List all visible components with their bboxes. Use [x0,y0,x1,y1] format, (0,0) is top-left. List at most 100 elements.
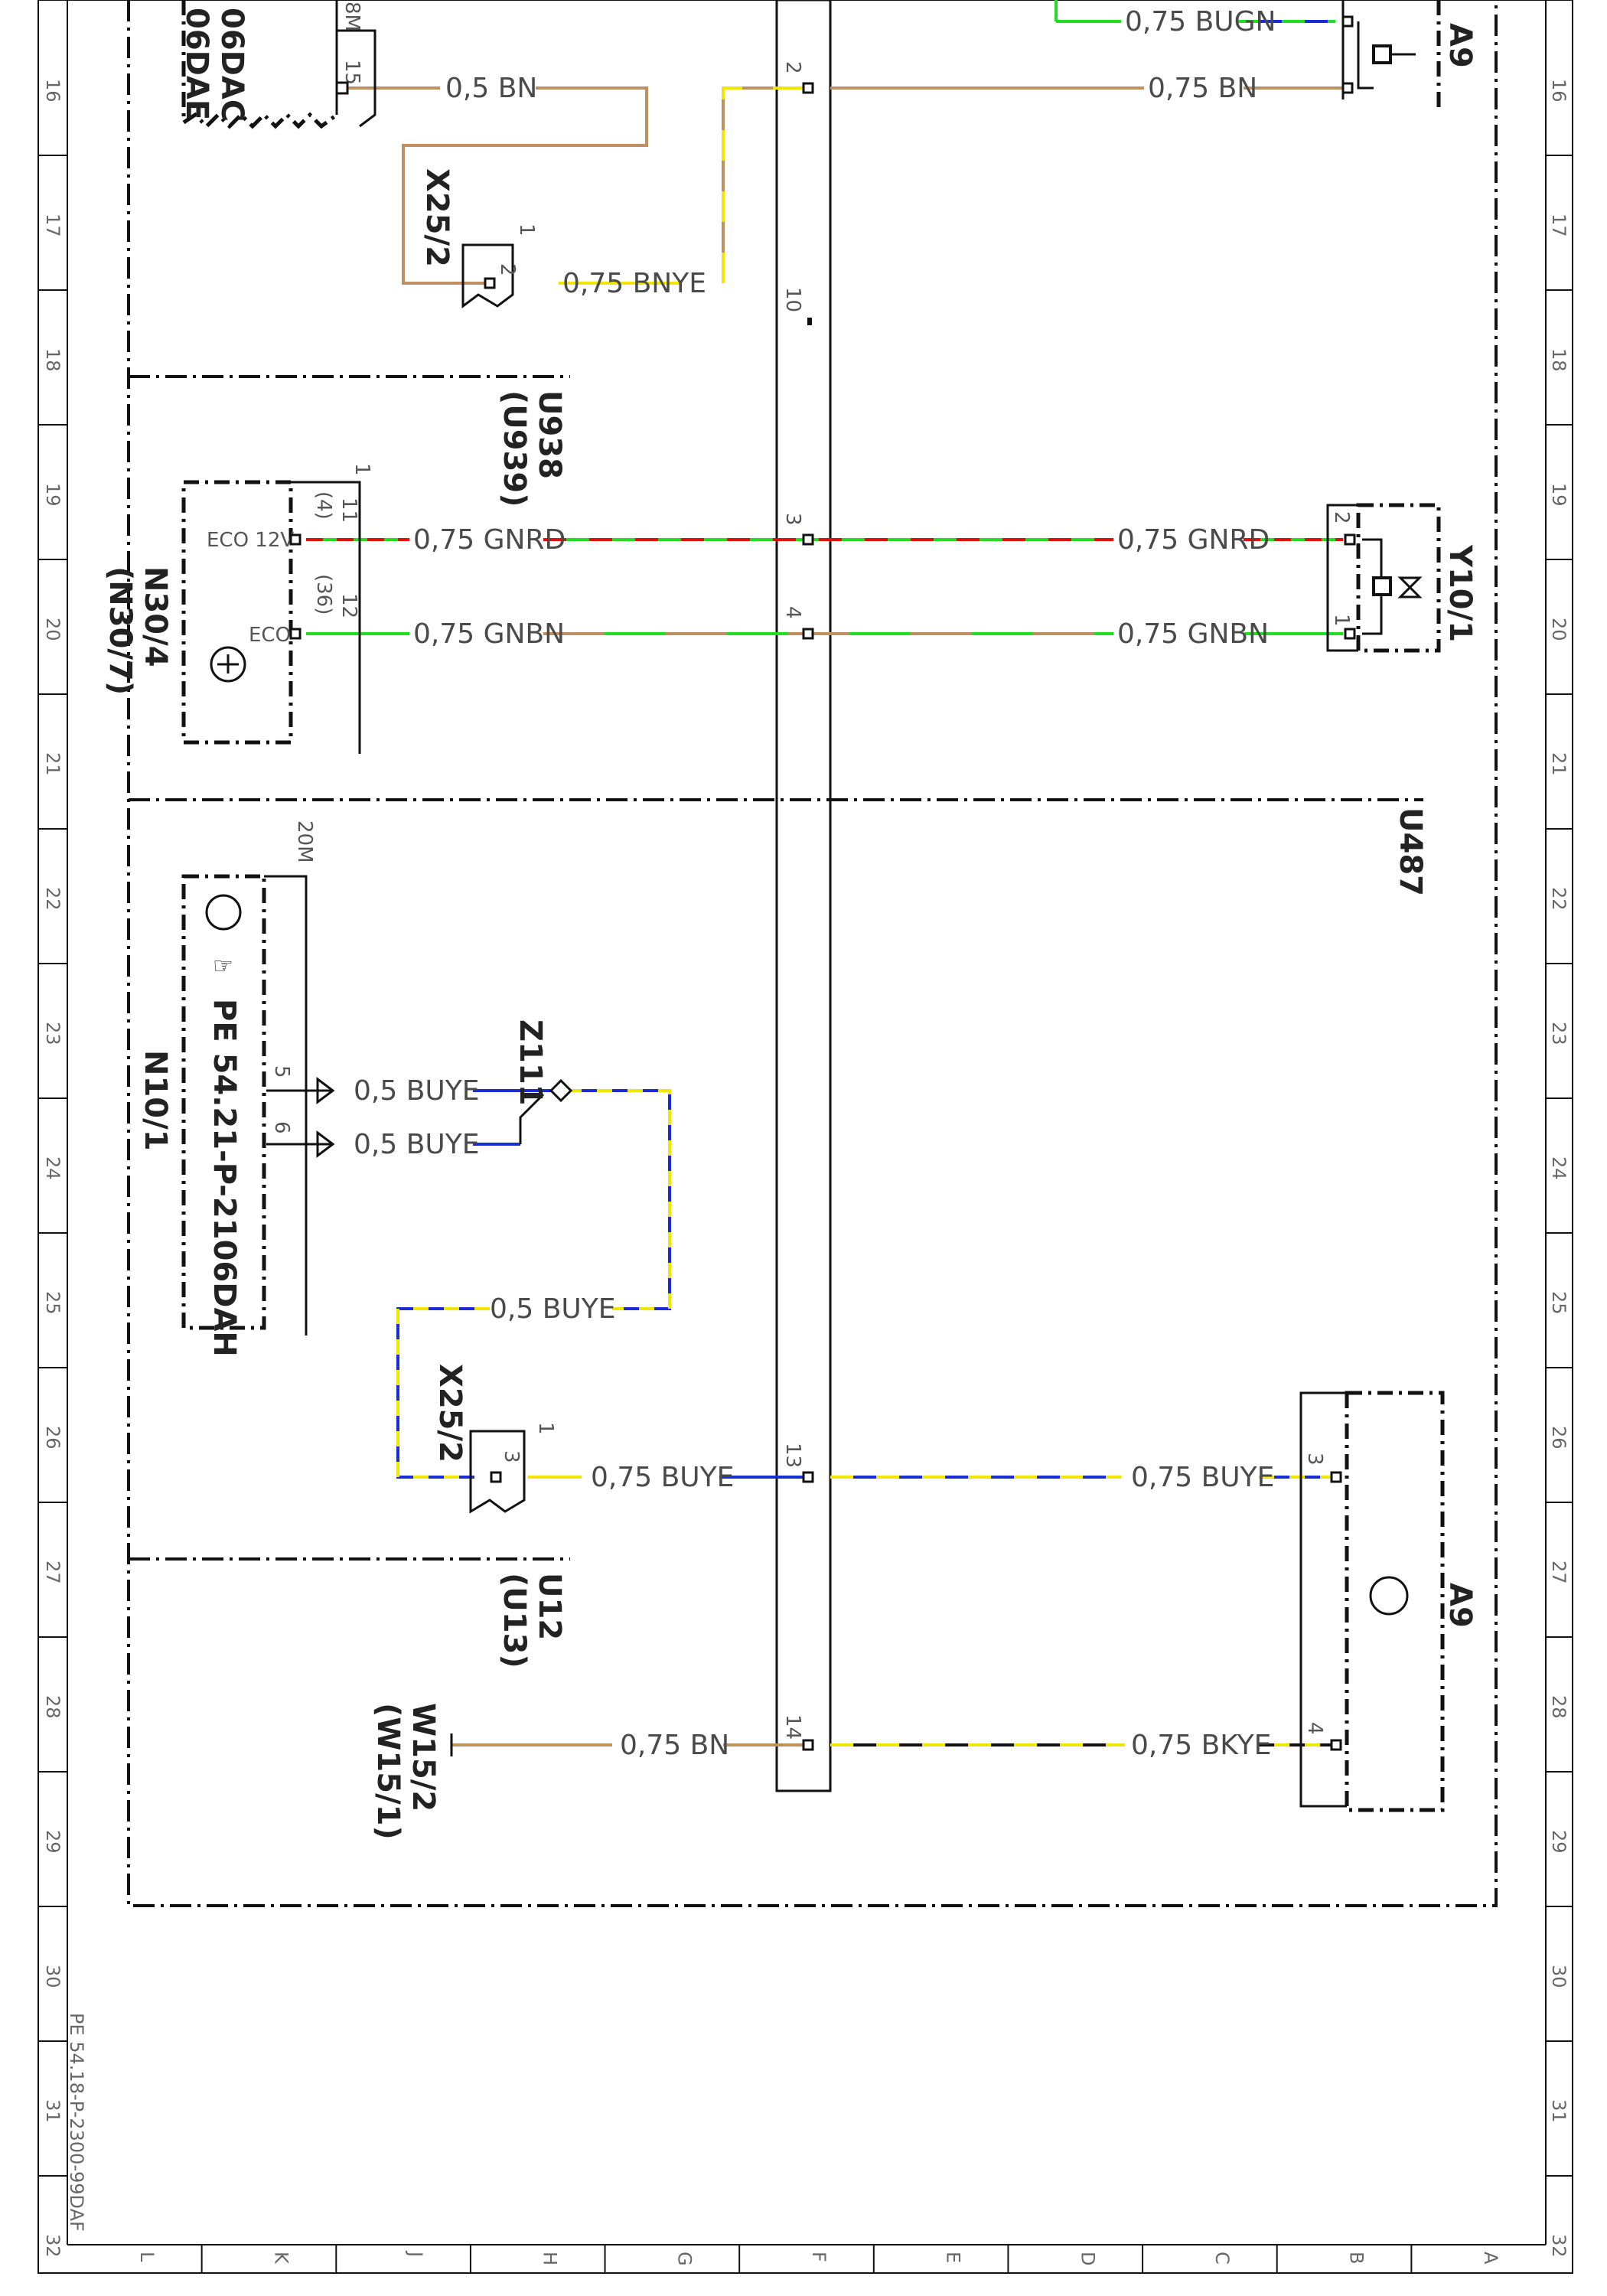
sheet-frame [37,0,1573,2274]
wires [306,0,1343,1746]
bar-pin-10: 10 [781,287,804,312]
eco-label: ECO [249,624,291,647]
w15-2-label: W15/2(W15/1) [370,1703,441,1840]
row-label-24-left: 24 [42,1156,64,1180]
wire-bn-bottom: 0,75 BN [620,1730,729,1761]
pin-1-y10-label: 1 [1330,614,1353,627]
row-label-25-right: 25 [1548,1291,1570,1315]
row-label-20-left: 20 [42,618,64,641]
n10-1-ref-label: PE 54.21-P-2106DAH [207,999,242,1357]
transistor-icon [205,894,242,931]
column-label-J: J [405,2250,426,2257]
wire-bnye: 0,75 BNYE [562,268,706,299]
row-label-18-right: 18 [1548,348,1570,372]
row-label-17-right: 17 [1548,214,1570,237]
component-n30-4: 1 11 (4) 12 (36) ECO 12V ECO N30/4(N30/7… [103,463,373,754]
bar-pin-2: 2 [781,61,804,74]
bar-pin-4: 4 [781,606,804,619]
row-label-31-left: 31 [42,2099,64,2123]
top-code-label: 06DAC06DAE [179,8,249,122]
column-label-G: G [673,2252,695,2266]
component-y10-1: Y10/1 2 1 [1326,503,1478,653]
row-label-21-right: 21 [1548,752,1570,776]
component-w15-2: W15/2(W15/1) [370,1703,453,1840]
column-label-D: D [1077,2252,1098,2265]
row-label-19-right: 19 [1548,483,1570,507]
row-label-29-right: 29 [1548,1830,1570,1854]
pin-3-label: 3 [500,1450,523,1463]
row-label-21-left: 21 [42,752,64,776]
bar-pin-13: 13 [781,1443,804,1468]
row-label-20-right: 20 [1548,618,1570,641]
pin-5-label: 5 [270,1065,293,1078]
pin-36p-label: (36) [312,574,335,615]
wire-gnbn-left: 0,75 GNBN [413,618,565,650]
y10-1-label: Y10/1 [1442,544,1478,642]
row-label-28-left: 28 [42,1695,64,1719]
wire-bn-top-right: 0,75 BN [1148,73,1257,104]
wire-bkye: 0,75 BKYE [1131,1730,1271,1761]
column-label-A: A [1480,2252,1501,2265]
boundaries [127,0,1498,1907]
column-label-K: K [270,2252,292,2265]
valve-icon [1397,576,1423,598]
bar-pin-3: 3 [781,513,804,526]
row-label-22-right: 22 [1548,887,1570,911]
wire-buye-mid: 0,5 BUYE [490,1293,615,1325]
component-u938: U938(U939) [497,390,567,507]
column-label-C: C [1211,2252,1233,2265]
row-label-27-left: 27 [42,1561,64,1584]
component-a9-top: A9 [1341,0,1478,111]
column-label-H: H [539,2252,561,2265]
component-top-left-module: 8M 15 06DAC06DAE [179,0,376,129]
z111-label: Z111 [513,1019,548,1106]
row-label-31-right: 31 [1548,2099,1570,2123]
row-label-22-left: 22 [42,887,64,911]
wire-bn-top-left: 0,5 BN [445,73,537,104]
component-z111: Z111 [513,1019,573,1106]
pin-4p-label: (4) [312,491,335,520]
row-label-32-right: 32 [1548,2234,1570,2258]
row-label-23-left: 23 [42,1022,64,1045]
n10-1-pin-label: 20M [293,820,316,863]
column-label-E: E [943,2252,964,2263]
n30-4-label: N30/4(N30/7) [103,566,173,695]
pin-6-label: 6 [270,1121,293,1134]
wire-buye-6: 0,5 BUYE [354,1129,479,1160]
u12-label: U12(U13) [497,1573,567,1668]
wire-gnrd-left: 0,75 GNRD [413,524,566,556]
pin-12-label: 12 [337,593,360,618]
row-label-27-right: 27 [1548,1561,1570,1584]
wire-bugn: 0,75 BUGN [1125,6,1276,38]
row-label-18-left: 18 [42,348,64,372]
column-label-B: B [1346,2252,1367,2264]
row-label-19-left: 19 [42,483,64,507]
pin-15-label: 15 [341,60,363,85]
n10-1-label: N10/1 [138,1050,173,1151]
pin-2-y10-label: 2 [1330,511,1353,524]
row-label-16-right: 16 [1548,79,1570,103]
component-n10-1: 20M ☞ PE 54.21-P-2106DAH N10/1 5 6 [138,820,335,1357]
document-reference: PE 54.18-P-2300-99DAF [66,2013,87,2232]
hand-pointer-icon: ☞ [213,953,233,980]
pin-1-label: 1 [515,223,538,236]
component-x25-2-top: X25/2 1 2 [419,168,538,308]
row-label-28-right: 28 [1548,1695,1570,1719]
component-a9-bottom: A9 3 4 [1299,1391,1478,1812]
bar-pin-14: 14 [781,1714,804,1740]
pin-3-a9-label: 3 [1303,1453,1326,1466]
x25-2-bottom-label: X25/2 [432,1364,468,1463]
central-connector-bar [775,0,832,1792]
pin-4-a9-label: 4 [1303,1722,1326,1735]
a9-bottom-label: A9 [1442,1583,1478,1628]
row-label-25-left: 25 [42,1291,64,1315]
pin-2-label: 2 [496,263,519,276]
u487-label: U487 [1393,807,1428,896]
wire-labels: 0,75 BUGN 0,5 BN 0,75 BN 0,75 BNYE 0,75 … [354,6,1276,1761]
transistor-icon [210,646,246,683]
component-u487: U487 [1393,807,1428,896]
row-label-16-left: 16 [42,79,64,103]
